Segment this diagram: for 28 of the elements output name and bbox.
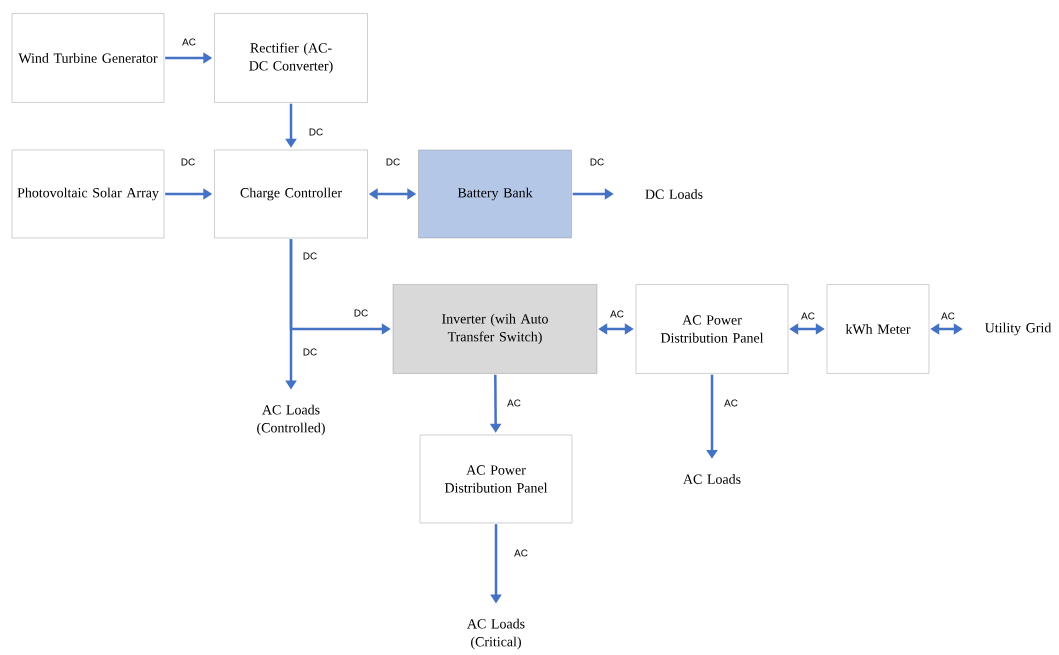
process-box: Photovoltaic Solar Array: [11, 149, 165, 239]
edge-label: AC: [723, 398, 739, 408]
edge-label: AC: [800, 311, 816, 321]
edge-label: DC: [179, 157, 197, 167]
node-label: Utility Grid: [985, 322, 1052, 336]
node-label: DC Loads: [645, 189, 703, 199]
edge-label: DC: [307, 127, 325, 137]
edge-label: AC: [513, 548, 529, 558]
node-label: AC Loads (Critical): [467, 618, 525, 650]
process-box: AC Power Distribution Panel: [419, 434, 573, 524]
process-box: Inverter (wih Auto Transfer Switch): [392, 284, 598, 374]
process-box: Rectifier (AC-DC Converter): [214, 13, 368, 103]
edge-label: AC: [506, 398, 522, 408]
wire-label: DC: [301, 251, 319, 261]
edge-label: DC: [352, 308, 370, 318]
process-box: Wind Turbine Generator: [11, 13, 165, 103]
edge-label: DC: [384, 157, 402, 167]
process-box: kWh Meter: [826, 284, 930, 374]
process-box: Charge Controller: [214, 149, 368, 239]
edge-label: DC: [301, 347, 319, 357]
edge-label: DC: [588, 157, 606, 167]
node-label: AC Loads (Controlled): [257, 404, 325, 436]
process-box: AC Power Distribution Panel: [635, 284, 789, 374]
process-box: Battery Bank: [418, 149, 572, 239]
node-label: AC Loads: [683, 474, 741, 484]
edge-label: AC: [609, 309, 625, 319]
edge-label: AC: [181, 37, 197, 47]
edge-label: AC: [940, 311, 956, 321]
